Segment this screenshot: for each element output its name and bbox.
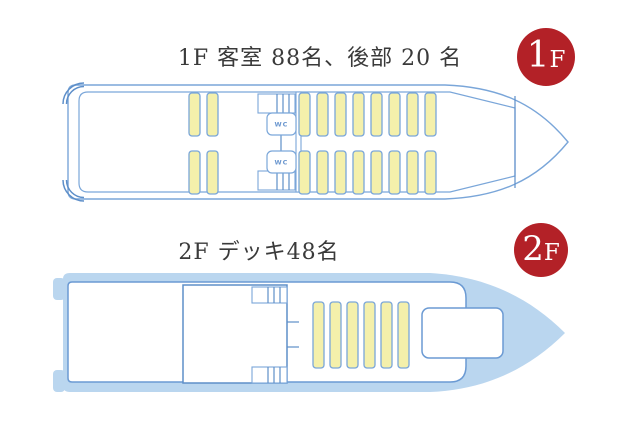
deck-1f-title: 1F 客室 88名、後部 20 名 <box>177 46 463 71</box>
deck-2f-diagram <box>53 273 565 392</box>
wc-room-bottom-1f <box>266 150 297 174</box>
stairs-box <box>251 286 288 304</box>
stern-stub-top-2f <box>53 278 65 300</box>
stern-corner-arc-bottom-1f <box>62 179 85 202</box>
seat <box>206 150 219 195</box>
deck-1f-badge-label: 1F <box>526 35 566 76</box>
stern-stub-bottom-2f <box>53 370 65 392</box>
seat <box>352 92 365 137</box>
seat <box>334 92 347 137</box>
deck-1f-badge: 1F <box>517 28 575 86</box>
seat <box>424 92 437 137</box>
seat <box>346 301 359 369</box>
seat <box>312 301 325 369</box>
stairs-bottom-2f <box>251 366 288 384</box>
stairs-rungs <box>267 367 281 383</box>
stairs-top-2f <box>251 286 288 304</box>
seat <box>380 301 393 369</box>
seat <box>397 301 410 369</box>
deck-2f-title: 2F デッキ48名 <box>178 240 340 265</box>
deck-2f-badge-label: 2F <box>522 229 560 269</box>
stairs-rungs <box>267 287 281 303</box>
seat <box>316 92 329 137</box>
stairs-top-1f <box>257 93 296 114</box>
deck-1f-diagram: WC WC <box>62 82 569 202</box>
seat <box>329 301 342 369</box>
deck-2f-badge: 2F <box>514 223 568 277</box>
seat <box>370 150 383 195</box>
wheelhouse-2f <box>421 307 504 359</box>
seat <box>388 150 401 195</box>
seat <box>298 150 311 195</box>
hull-outline-1f <box>67 84 569 200</box>
wc-label-top: WC <box>275 121 289 129</box>
seat <box>363 301 376 369</box>
stern-corner-arc-top-1f <box>62 82 85 105</box>
seat <box>406 92 419 137</box>
seat <box>188 92 201 137</box>
stairs-rungs <box>276 94 290 113</box>
stairs-bottom-1f <box>257 170 296 191</box>
seat <box>388 92 401 137</box>
wc-room-top-1f <box>266 112 297 136</box>
seat <box>370 92 383 137</box>
seat <box>206 92 219 137</box>
seat <box>406 150 419 195</box>
stairs-box <box>251 366 288 384</box>
seat <box>334 150 347 195</box>
seat <box>298 92 311 137</box>
wc-label-bottom: WC <box>275 159 289 167</box>
seat <box>316 150 329 195</box>
seat <box>352 150 365 195</box>
stairs-rungs <box>276 171 290 190</box>
seat <box>188 150 201 195</box>
seat <box>424 150 437 195</box>
